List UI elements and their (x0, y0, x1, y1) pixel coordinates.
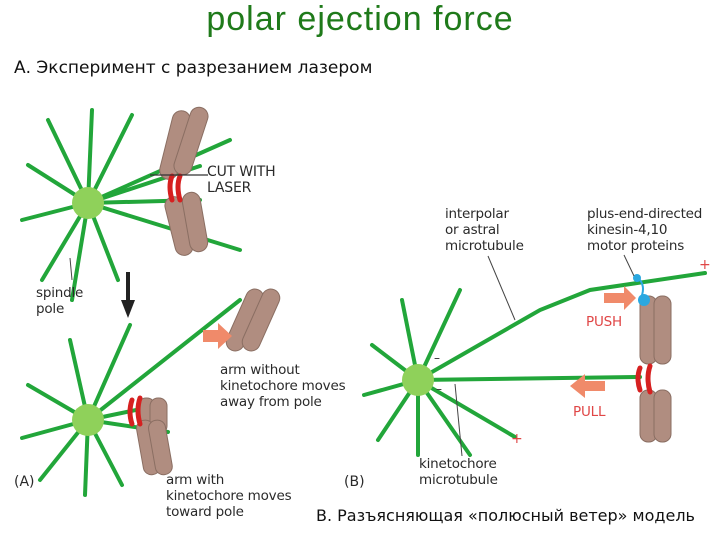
minus-end-sign-top: – (434, 351, 440, 365)
interpolar-label: interpolar or astral microtubule (445, 206, 524, 254)
down-arrow (121, 272, 135, 318)
spindle-pole-bottom (72, 404, 104, 436)
minus-end-sign-bottom: – (436, 382, 442, 396)
spindle-pole-b (402, 364, 434, 396)
panel-a-heading: А. Эксперимент с разрезанием лазером (14, 58, 373, 78)
kt-mt-leader (454, 383, 463, 457)
push-label: PUSH (586, 314, 622, 330)
pole-leader (69, 257, 73, 281)
arm-with-kinetochore-label: arm with kinetochore moves toward pole (166, 472, 292, 520)
chromosome-b (639, 295, 672, 443)
motor-proteins-label: plus-end-directed kinesin-4,10 motor pro… (587, 206, 703, 254)
kinetochore-microtubule (416, 375, 642, 382)
chromosome-bottom (136, 397, 173, 476)
push-arrow (604, 286, 636, 310)
pull-label: PULL (573, 404, 606, 420)
plus-end-sign-bottom: + (511, 431, 523, 447)
plus-end-sign-top: + (699, 257, 711, 273)
kinetochore-microtubule-label: kinetochore microtubule (419, 456, 498, 488)
spindle-pole-label: spindle pole (36, 285, 84, 317)
cut-with-laser-label: CUT WITH LASER (207, 164, 276, 196)
page-title: polar ejection force (206, 0, 514, 38)
pull-arrow (570, 374, 605, 398)
kinetochore-b (635, 363, 653, 395)
interpolar-microtubule (416, 271, 707, 382)
motor-leader (623, 254, 635, 277)
motor-proteins (633, 274, 650, 306)
kinetochore-top (167, 173, 183, 203)
detached-arm (225, 288, 281, 352)
panel-b-letter: (B) (344, 474, 365, 490)
arm-without-kinetochore-label: arm without kinetochore moves away from … (220, 362, 346, 410)
interpolar-leader (487, 255, 516, 321)
chromosome-top (159, 106, 209, 256)
aster-bottom (20, 298, 242, 497)
move-away-arrow (203, 323, 232, 349)
spindle-pole-top (72, 187, 104, 219)
panel-b-caption: В. Разъясняющая «полюсный ветер» модель (316, 506, 695, 525)
aster-top (20, 108, 242, 302)
panel-a-letter: (A) (14, 474, 35, 490)
kinetochore-bottom (127, 395, 143, 427)
